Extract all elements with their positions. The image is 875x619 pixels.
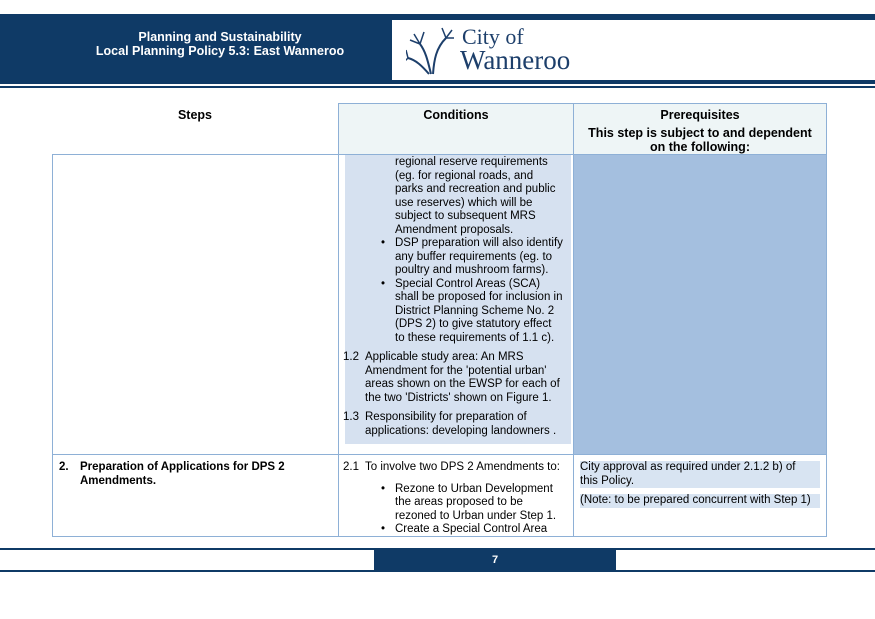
- item-line: Amendment for the 'potential urban': [365, 364, 547, 377]
- bullet-line: to these requirements of 1.1 c).: [395, 331, 555, 344]
- item-number: 1.2: [343, 351, 359, 363]
- bullet-icon: •: [381, 482, 386, 495]
- step-2: 2. Preparation of Applications for DPS 2…: [59, 461, 330, 488]
- continued-text-line: subject to subsequent MRS: [395, 210, 536, 222]
- bullet-line: poultry and mushroom farms).: [395, 264, 549, 276]
- row1-conditions-content: regional reserve requirements (eg. for r…: [339, 156, 575, 438]
- header-title-block: Planning and Sustainability Local Planni…: [0, 14, 390, 84]
- step-label: Preparation of Applications for DPS 2 Am…: [80, 461, 285, 487]
- bullet-item: • Rezone to Urban Development the areas …: [339, 483, 573, 524]
- item-line: Responsibility for preparation of: [365, 411, 527, 423]
- logo-wanneroo: Wanneroo: [460, 45, 571, 75]
- item-number: 2.1: [343, 461, 359, 473]
- row1-conditions-cell: regional reserve requirements (eg. for r…: [338, 154, 574, 455]
- footer-rule-bottom: [0, 570, 875, 572]
- bullet-line: any buffer requirements (eg. to: [395, 250, 553, 263]
- bullet-line: DSP preparation will also identify: [395, 237, 563, 249]
- policy-title: Local Planning Policy 5.3: East Wanneroo: [95, 44, 345, 58]
- page-number: 7: [374, 550, 616, 571]
- logo-wordmark: City of Wanneroo: [460, 24, 571, 75]
- continued-text-line: use reserves) which will be: [395, 196, 533, 209]
- item-line: applications: developing landowners .: [365, 424, 557, 437]
- bullet-line: District Planning Scheme No. 2: [395, 304, 555, 317]
- bullet-icon: •: [381, 237, 386, 249]
- step-number: 2.: [59, 461, 69, 473]
- continued-text-line: parks and recreation and public: [395, 183, 556, 195]
- item-line: the two 'Districts' shown on Figure 1.: [365, 391, 552, 404]
- bullet-line: (DPS 2) to give statutory effect: [395, 318, 552, 330]
- bullet-item: • Create a Special Control Area: [339, 523, 573, 537]
- row1-steps-cell: [52, 154, 339, 455]
- bullet-line: Special Control Areas (SCA): [395, 277, 541, 290]
- bullet-line: shall be proposed for inclusion in: [395, 291, 563, 303]
- logo-city-of: City of: [462, 24, 524, 49]
- col-header-conditions: Conditions: [338, 103, 574, 155]
- item-1-2: 1.2 Applicable study area: An MRS Amendm…: [339, 351, 575, 405]
- bullet-icon: •: [381, 523, 386, 535]
- row2-bullet-list: • Rezone to Urban Development the areas …: [339, 483, 573, 537]
- item-line: Applicable study area: An MRS: [365, 351, 524, 363]
- bullet-icon: •: [381, 277, 386, 290]
- prereq-text-1: City approval as required under 2.1.2 b)…: [580, 461, 820, 488]
- wanneroo-logo-icon: [406, 27, 454, 75]
- row2-prerequisites-cell: City approval as required under 2.1.2 b)…: [573, 454, 827, 537]
- continued-text-line: regional reserve requirements: [395, 156, 548, 168]
- bullet-line: Create a Special Control Area: [395, 523, 548, 535]
- bullet-line: Rezone to Urban Development: [395, 482, 553, 495]
- prereq-text-2: (Note: to be prepared concurrent with St…: [580, 494, 820, 508]
- continued-text-line: (eg. for regional roads, and: [395, 169, 534, 182]
- col-header-prerequisites: Prerequisites This step is subject to an…: [573, 103, 827, 155]
- prerequisites-title: Prerequisites: [660, 108, 740, 122]
- prerequisites-subtitle: This step is subject to and dependent on…: [588, 125, 812, 154]
- item-line: areas shown on the EWSP for each of: [365, 378, 560, 390]
- col-header-steps: Steps: [177, 108, 213, 122]
- department-title: Planning and Sustainability: [138, 30, 302, 44]
- item-number: 1.3: [343, 411, 359, 423]
- row1-prerequisites-cell: [573, 154, 827, 455]
- item-1-3: 1.3 Responsibility for preparation of ap…: [339, 411, 575, 438]
- item-2-1: 2.1 To involve two DPS 2 Amendments to:: [339, 461, 573, 475]
- row2-conditions-cell: 2.1 To involve two DPS 2 Amendments to: …: [338, 454, 574, 537]
- bullet-line: rezoned to Urban under Step 1.: [395, 509, 557, 522]
- row1-conditions-highlight: [345, 155, 571, 444]
- item-text: To involve two DPS 2 Amendments to:: [365, 461, 560, 473]
- bullet-item: • Special Control Areas (SCA) shall be p…: [339, 278, 575, 346]
- header-underline: [0, 86, 875, 88]
- continued-text-line: Amendment proposals.: [395, 223, 514, 236]
- row2-steps-cell: 2. Preparation of Applications for DPS 2…: [52, 454, 339, 537]
- bullet-item: • DSP preparation will also identify any…: [339, 237, 575, 278]
- bullet-line: the areas proposed to be: [395, 496, 523, 508]
- footer-rule-top: [0, 548, 875, 550]
- logo-area: [392, 20, 875, 80]
- row1-bullet-list: • DSP preparation will also identify any…: [339, 237, 575, 345]
